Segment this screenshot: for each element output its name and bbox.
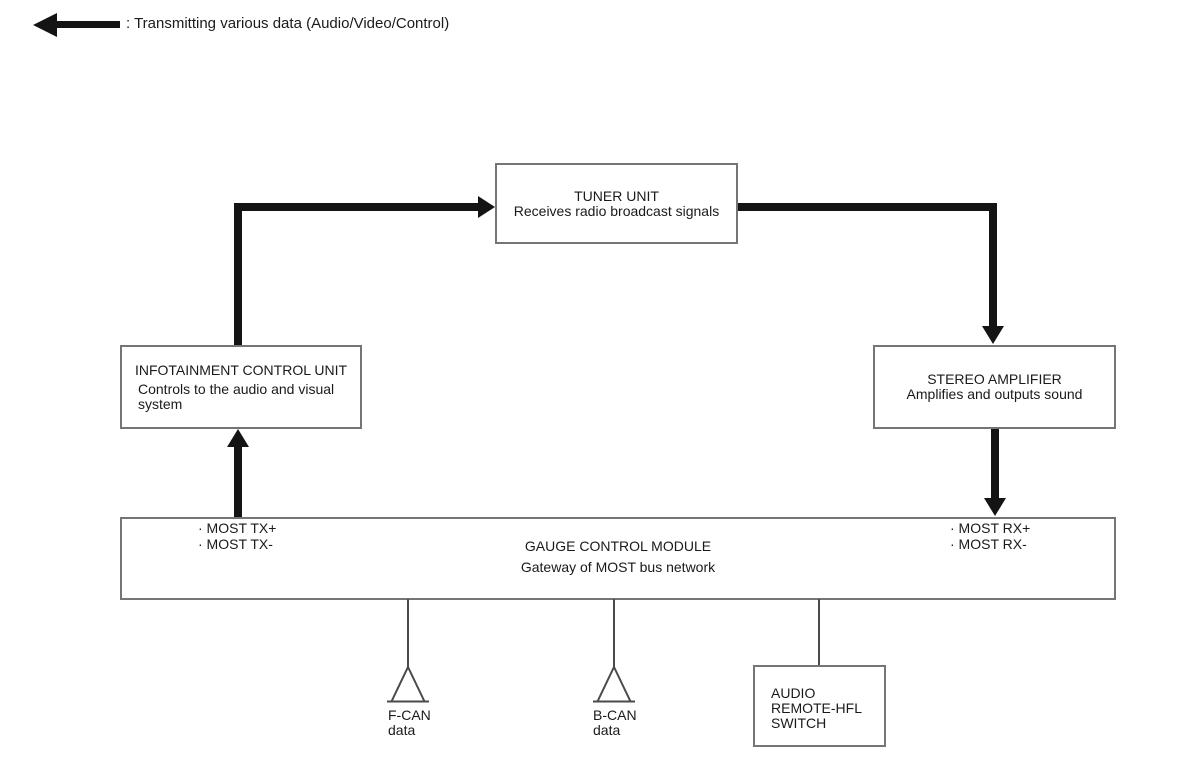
most-tx-pins: · MOST TX+ · MOST TX- <box>198 520 276 552</box>
stereo-amplifier-title: STEREO AMPLIFIER <box>927 371 1062 387</box>
infotainment-desc: Controls to the audio and visual system <box>138 381 335 412</box>
node-tuner-unit: TUNER UNIT Receives radio broadcast sign… <box>495 163 738 244</box>
arrow-segment <box>737 203 997 211</box>
audio-switch-connector-line <box>818 599 820 665</box>
bcan-connector-triangle-icon <box>592 664 636 710</box>
arrow-segment <box>989 203 997 327</box>
bcan-name: B-CAN <box>593 707 637 723</box>
arrowhead-down-icon <box>982 326 1004 344</box>
infotainment-title: INFOTAINMENT CONTROL UNIT <box>134 362 348 378</box>
arrowhead-up-icon <box>227 429 249 447</box>
node-gauge-control-module: · MOST TX+ · MOST TX- · MOST RX+ · MOST … <box>120 517 1116 600</box>
most-tx-minus-label: · MOST TX- <box>198 536 273 552</box>
node-audio-remote-hfl-switch: AUDIO REMOTE-HFL SWITCH <box>753 665 886 747</box>
legend-label: : Transmitting various data (Audio/Video… <box>126 15 450 32</box>
most-rx-plus-label: · MOST RX+ <box>950 520 1031 536</box>
bcan-connector-line <box>613 599 615 668</box>
fcan-connector-triangle-icon <box>386 664 430 710</box>
arrow-segment <box>234 203 480 211</box>
gauge-module-title: GAUGE CONTROL MODULE <box>524 538 712 554</box>
most-tx-plus-label: · MOST TX+ <box>198 520 277 536</box>
audio-switch-line1: AUDIO <box>771 685 816 701</box>
bcan-sub: data <box>593 722 621 738</box>
arrowhead-right-icon <box>478 196 495 218</box>
left-arrow-shaft <box>56 21 120 28</box>
most-rx-minus-label: · MOST RX- <box>950 536 1027 552</box>
arrow-segment <box>234 203 242 345</box>
bcan-label: B-CAN data <box>593 708 637 738</box>
tuner-unit-desc: Receives radio broadcast signals <box>513 202 720 219</box>
arrowhead-down-icon <box>984 498 1006 516</box>
arrow-segment <box>234 447 242 517</box>
fcan-connector-line <box>407 599 409 668</box>
node-infotainment-control-unit: INFOTAINMENT CONTROL UNIT Controls to th… <box>120 345 362 429</box>
left-arrow-icon <box>33 13 57 37</box>
most-rx-pins: · MOST RX+ · MOST RX- <box>950 520 1030 552</box>
audio-switch-line3: SWITCH <box>771 715 827 731</box>
node-stereo-amplifier: STEREO AMPLIFIER Amplifies and outputs s… <box>873 345 1116 429</box>
arrow-segment <box>991 428 999 499</box>
fcan-label: F-CAN data <box>388 708 431 738</box>
stereo-amplifier-desc: Amplifies and outputs sound <box>906 386 1083 402</box>
audio-switch-line2: REMOTE-HFL <box>771 700 862 716</box>
fcan-name: F-CAN <box>388 707 431 723</box>
gauge-module-desc: Gateway of MOST bus network <box>520 559 716 575</box>
fcan-sub: data <box>388 722 416 738</box>
tuner-unit-title: TUNER UNIT <box>574 187 659 204</box>
